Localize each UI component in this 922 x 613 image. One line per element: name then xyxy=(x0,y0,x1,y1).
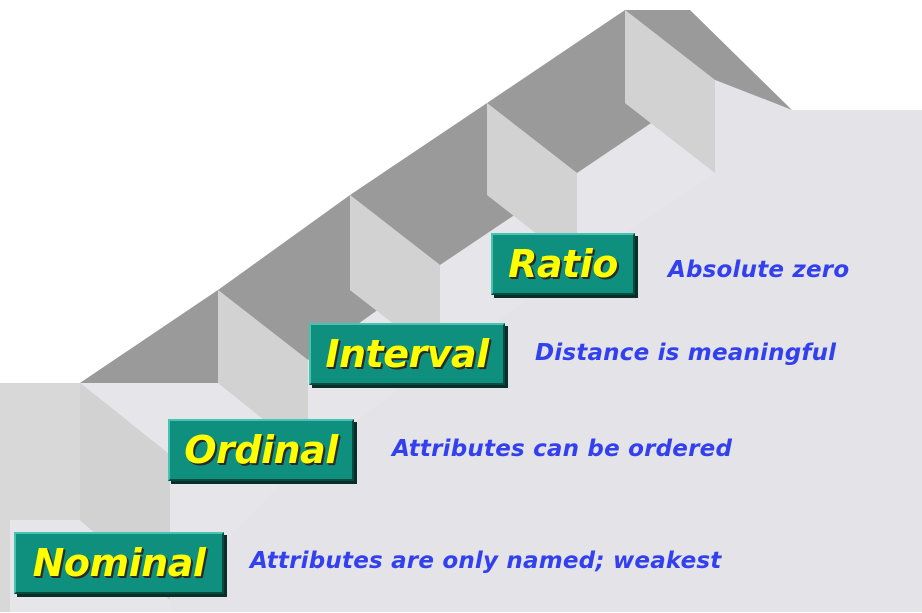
level-description-nominal: Attributes are only named; weakest xyxy=(250,548,722,574)
level-badge-interval: Interval xyxy=(309,323,505,385)
stair-front-6 xyxy=(625,10,715,173)
stair-front-5 xyxy=(487,103,577,265)
level-badge-ordinal: Ordinal xyxy=(168,419,354,481)
stair-front-1 xyxy=(0,383,80,612)
level-description-ordinal: Attributes can be ordered xyxy=(392,436,733,462)
level-description-ratio: Absolute zero xyxy=(668,257,850,283)
stair-step-2-tread-b xyxy=(80,290,218,383)
stair-top-landing xyxy=(625,10,792,110)
stair-front-3 xyxy=(218,290,308,455)
level-badge-nominal: Nominal xyxy=(14,532,224,594)
level-badge-ratio: Ratio xyxy=(491,233,635,295)
level-description-interval: Distance is meaningful xyxy=(535,340,837,366)
stair-front-4 xyxy=(350,195,440,360)
stair-right-wall xyxy=(170,80,922,612)
